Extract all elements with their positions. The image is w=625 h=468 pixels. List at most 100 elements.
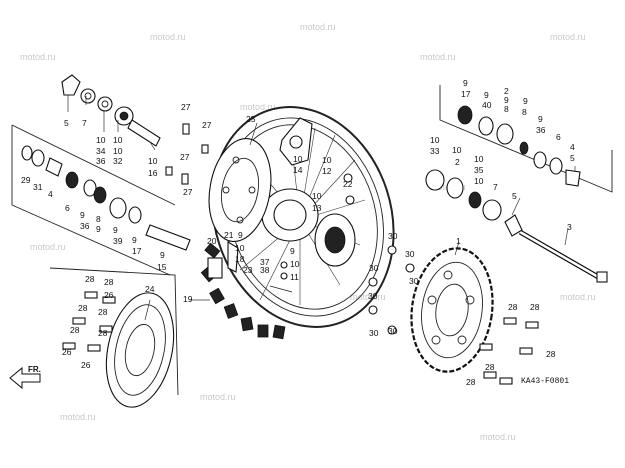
- callout: 37: [260, 257, 270, 267]
- callout: 36: [536, 125, 546, 135]
- callout: 10: [474, 154, 484, 164]
- watermark-text: motod.ru: [560, 292, 596, 302]
- right-group-outline: [439, 85, 613, 193]
- callout: 20: [207, 236, 217, 246]
- callout: 1: [456, 236, 461, 246]
- callout: 25: [246, 114, 256, 124]
- callout: 9: [523, 96, 528, 106]
- callout: 28: [508, 302, 518, 312]
- tire-tread: [200, 242, 286, 340]
- callout: 4: [570, 142, 575, 152]
- sprocket-bolts: [479, 317, 539, 385]
- rear-axle: [518, 229, 608, 283]
- drawing-code: KA43-F0801: [521, 377, 569, 386]
- watermark-text: motod.ru: [240, 102, 276, 112]
- callout: 10: [430, 135, 440, 145]
- watermark-text: motod.ru: [350, 292, 386, 302]
- callout: 6: [556, 132, 561, 142]
- callout: 27: [180, 152, 190, 162]
- callout: 24: [145, 284, 155, 294]
- callout: 21: [224, 230, 234, 240]
- callout: 10: [293, 154, 303, 164]
- callout: 26: [81, 360, 91, 370]
- callout: 28: [104, 277, 114, 287]
- callout: 26: [62, 347, 72, 357]
- callout: 6: [65, 203, 70, 213]
- callout: 28: [70, 325, 80, 335]
- callout: 7: [82, 118, 87, 128]
- callout: 9: [504, 95, 509, 105]
- callout: 18: [235, 254, 245, 264]
- callout: 11: [290, 272, 299, 282]
- callout: 23: [243, 265, 253, 275]
- callout: 10: [113, 135, 123, 145]
- callout: 28: [85, 274, 95, 284]
- callout: 36: [80, 221, 90, 231]
- callout: 10: [474, 176, 484, 186]
- driven-sprocket: [410, 247, 494, 373]
- callout: 10: [235, 243, 245, 253]
- direction-label: FR.: [28, 365, 41, 374]
- watermark-text: motod.ru: [480, 432, 516, 442]
- callout: 30: [369, 263, 379, 273]
- callout: 10: [96, 135, 106, 145]
- callout: 28: [98, 307, 108, 317]
- callout: 27: [202, 120, 212, 130]
- disc-group-outline: [49, 267, 179, 396]
- watermark-text: motod.ru: [550, 32, 586, 42]
- callout: 9: [238, 230, 243, 240]
- callout: 15: [157, 262, 167, 272]
- sprocket-nuts: [368, 245, 415, 335]
- callout: 28: [98, 328, 108, 338]
- callout: 2: [504, 86, 509, 96]
- callout: 8: [96, 214, 101, 224]
- callout: 30: [388, 326, 398, 336]
- callout: 14: [293, 165, 303, 175]
- upper-bolts: [165, 123, 209, 185]
- callout: 39: [113, 236, 123, 246]
- callout: 35: [474, 165, 484, 175]
- left-group-outline: [11, 124, 176, 276]
- callout: 28: [530, 302, 540, 312]
- watermark-text: motod.ru: [420, 52, 456, 62]
- callout: 31: [33, 182, 43, 192]
- callout: 10: [312, 191, 322, 201]
- callout: 30: [388, 231, 398, 241]
- callout: 5: [512, 191, 517, 201]
- callout: 28: [466, 377, 476, 387]
- callout: 8: [522, 107, 527, 117]
- callout: 2: [455, 157, 460, 167]
- callout: 40: [482, 100, 492, 110]
- callout: 9: [160, 250, 165, 260]
- callout: 27: [183, 187, 193, 197]
- disc-bolts: [62, 291, 116, 352]
- callout: 28: [485, 362, 495, 372]
- callout: 5: [64, 118, 69, 128]
- callout: 30: [368, 291, 378, 301]
- callout: 30: [405, 249, 415, 259]
- callout: 10: [113, 146, 123, 156]
- rear-brake-disc-lower: [105, 292, 175, 408]
- callout: 4: [48, 189, 53, 199]
- callout: 29: [21, 175, 31, 185]
- callout-labels: 1 3 5 7 10 34 36 10 10 32 10 16 27 27 27…: [21, 78, 575, 387]
- watermark-text: motod.ru: [150, 32, 186, 42]
- chain-adjuster-parts: [207, 241, 293, 293]
- front-direction-arrow: FR.: [9, 365, 41, 390]
- callout: 27: [181, 102, 191, 112]
- callout: 33: [430, 146, 440, 156]
- callout: 34: [96, 146, 106, 156]
- left-collar-stack: [21, 74, 191, 251]
- callout: 36: [96, 156, 106, 166]
- rear-brake-disc-upper: [208, 137, 272, 243]
- callout: 12: [322, 166, 332, 176]
- callout: 9: [538, 114, 543, 124]
- watermark-text: motod.ru: [20, 52, 56, 62]
- callout: 9: [290, 246, 295, 256]
- damper-holder: [279, 117, 313, 166]
- callout: 9: [80, 210, 85, 220]
- callout: 28: [546, 349, 556, 359]
- callout: 9: [96, 224, 101, 234]
- callout: 10: [452, 145, 462, 155]
